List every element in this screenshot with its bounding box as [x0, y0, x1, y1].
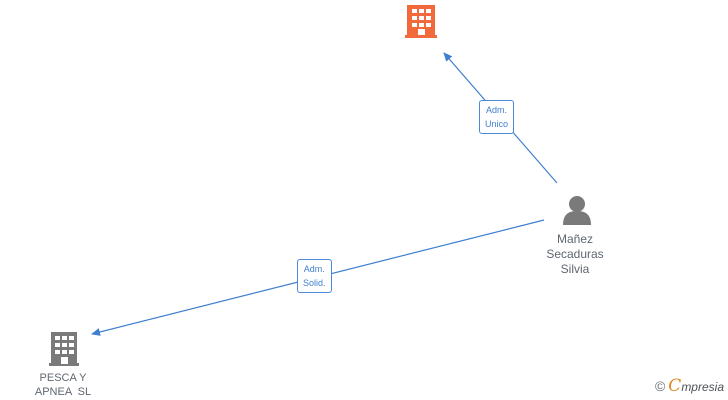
brand-logo-text: mpresia [681, 380, 724, 394]
company-name-label[interactable]: PESCA Y APNEA SL [20, 371, 106, 399]
edge-label-line: Adm. [303, 264, 325, 274]
brand-logo-letter: C [668, 376, 682, 396]
company-name-line: PESCA Y [39, 372, 87, 384]
person-name-label[interactable]: Mañez Secaduras Silvia [535, 232, 615, 277]
person-icon[interactable] [563, 196, 591, 225]
person-name-line: Mañez [556, 232, 594, 246]
person-name-line: Secaduras [546, 247, 604, 261]
company-name-line: APNEA SL [34, 386, 92, 398]
edge-label-adm-unico: Adm. Unico [479, 100, 515, 134]
person-name-line: Silvia [560, 262, 590, 276]
bottom-company-building-icon[interactable] [49, 332, 79, 366]
edge-label-adm-solid: Adm. Solid. [297, 259, 332, 293]
edge-label-line: Unico [485, 119, 509, 129]
edge-label-line: Solid. [303, 278, 326, 288]
copyright-symbol: © [654, 378, 666, 394]
top-company-building-icon[interactable] [405, 5, 437, 38]
empresia-watermark: ©Cmpresia [655, 376, 724, 396]
edge-label-line: Adm. [486, 105, 508, 115]
